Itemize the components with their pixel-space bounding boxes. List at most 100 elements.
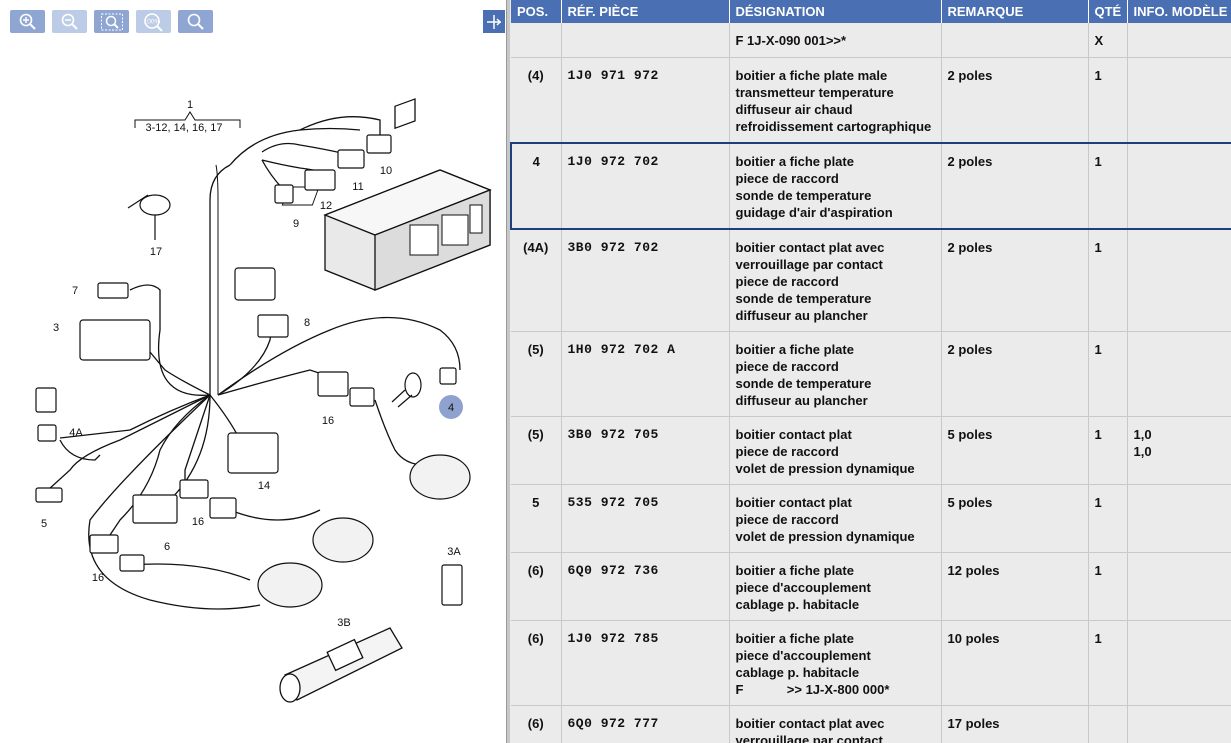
cell-ref: 1H0 972 702 A (561, 331, 730, 417)
callout-4[interactable]: 4 (448, 402, 454, 414)
col-header-ref[interactable]: RÉF. PIÈCE (561, 0, 730, 23)
cell-pos: (5) (511, 331, 562, 417)
table-header-row: POS. RÉF. PIÈCE DÉSIGNATION REMARQUE QTÉ… (511, 0, 1231, 23)
col-header-info[interactable]: INFO. MODÈLE (1127, 0, 1231, 23)
cell-designation-line: verrouillage par contact (735, 256, 883, 272)
cell-qty: 1 (1088, 331, 1128, 417)
parts-table: POS. RÉF. PIÈCE DÉSIGNATION REMARQUE QTÉ… (510, 0, 1231, 743)
cell-remark: 12 poles (941, 552, 1089, 621)
magnifier-frame-icon (100, 13, 123, 30)
cell-designation-line: boitier a fiche plate (735, 341, 854, 357)
cell-designation-line: sonde de temperature (735, 187, 872, 203)
cell-info (1127, 228, 1231, 332)
callout-3b: 3B (337, 617, 350, 629)
callout-14: 14 (258, 480, 270, 492)
cell-remark: 5 poles (941, 416, 1089, 485)
cell-designation-line: diffuseur au plancher (735, 307, 868, 323)
zoom-in-button[interactable] (10, 10, 45, 33)
cell-ref: 3B0 972 705 (561, 416, 730, 485)
callout-8: 8 (304, 317, 310, 329)
cell-info-line: 1,0 (1133, 426, 1152, 442)
cell-pos: (4A) (511, 228, 562, 332)
callout-1-sub: 3-12, 14, 16, 17 (145, 122, 222, 134)
cell-ref: 6Q0 972 736 (561, 552, 730, 621)
callout-4a: 4A (69, 427, 83, 439)
cell-qty-line: 1 (1094, 426, 1102, 442)
cell-qty-line: 1 (1094, 153, 1102, 169)
cell-designation-line: piece de raccord (735, 443, 839, 459)
cell-designation-line: diffuseur air chaud (735, 101, 853, 117)
pin-panel-button[interactable] (483, 10, 505, 33)
cell-pos: (6) (511, 620, 562, 706)
cell-designation: F 1J-X-090 001>>* (729, 23, 942, 58)
cell-remark: 2 poles (941, 141, 1089, 230)
cell-remark: 2 poles (941, 228, 1089, 332)
pin-arrow-icon (487, 14, 502, 29)
zoom-100-button[interactable]: 100% (136, 10, 171, 33)
diagram-pane: 100% (0, 0, 506, 743)
cell-qty: 1 (1088, 620, 1128, 706)
cell-designation-line: cablage p. habitacle (735, 664, 860, 680)
callout-17: 17 (150, 246, 162, 258)
cell-info (1127, 552, 1231, 621)
cell-designation-line: boitier contact plat (735, 494, 852, 510)
cell-pos: (6) (511, 552, 562, 621)
cell-pos: 4 (510, 141, 562, 230)
table-row[interactable]: F 1J-X-090 001>>*X (511, 23, 1231, 58)
callout-3a: 3A (447, 546, 461, 558)
magnifier-icon (187, 13, 204, 30)
callout-7: 7 (72, 285, 78, 297)
zoom-out-button[interactable] (52, 10, 87, 33)
magnifier-plus-icon (19, 13, 36, 30)
cell-qty-line: 1 (1094, 562, 1102, 578)
col-header-remark[interactable]: REMARQUE (941, 0, 1089, 23)
cell-designation-line: boitier a fiche plate (735, 153, 854, 169)
zoom-fit-button[interactable] (94, 10, 129, 33)
col-header-qty[interactable]: QTÉ (1088, 0, 1128, 23)
cell-ref: 1J0 971 972 (561, 57, 730, 143)
callout-10: 10 (380, 165, 392, 177)
cell-designation-line: piece de raccord (735, 170, 839, 186)
pane-splitter[interactable] (506, 0, 510, 743)
cell-remark: 17 poles (941, 705, 1089, 743)
cell-designation-line: boitier a fiche plate (735, 562, 854, 578)
cell-designation-line: piece de raccord (735, 273, 839, 289)
cell-remark: 2 poles (941, 331, 1089, 417)
cell-qty-line: 1 (1094, 239, 1102, 255)
cell-qty-line: 1 (1094, 630, 1102, 646)
zoom-100-label: 100% (143, 18, 160, 25)
cell-designation-line: boitier contact plat avec (735, 715, 885, 731)
cell-designation-line: refroidissement cartographique (735, 118, 932, 134)
cell-qty: 1 (1088, 552, 1128, 621)
cell-designation-line: boitier contact plat avec (735, 239, 885, 255)
cell-designation-line: volet de pression dynamique (735, 460, 915, 476)
cell-pos: (5) (511, 416, 562, 485)
cell-info (1127, 57, 1231, 143)
col-header-designation[interactable]: DÉSIGNATION (729, 0, 942, 23)
col-header-pos[interactable]: POS. (511, 0, 562, 23)
zoom-tool-button[interactable] (178, 10, 213, 33)
cell-info (1127, 705, 1231, 743)
cell-designation-line: piece d'accouplement (735, 647, 871, 663)
cell-qty: 1 (1088, 416, 1128, 485)
callout-11: 11 (352, 181, 363, 193)
cell-designation-line: piece de raccord (735, 511, 839, 527)
cell-designation-line: cablage p. habitacle (735, 596, 860, 612)
